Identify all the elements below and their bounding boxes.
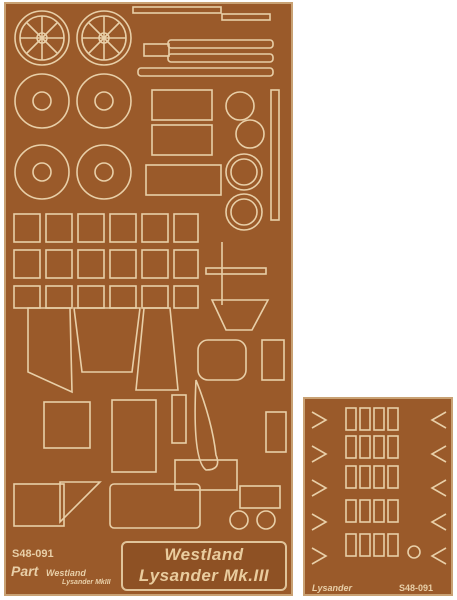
main-fret xyxy=(4,2,293,596)
wheel-part xyxy=(76,10,132,66)
wheel-part xyxy=(14,10,70,66)
rectangle-grid xyxy=(13,213,199,309)
fret-name-2: Lysander MkIII xyxy=(62,579,111,586)
plaque-subtitle: Lysander Mk.III xyxy=(138,566,270,585)
small-fret-name: Lysander xyxy=(312,583,353,593)
brand-logo-text: Part xyxy=(11,563,39,579)
fret-code: S48-091 xyxy=(12,548,54,560)
plaque-title: Westland xyxy=(164,545,244,564)
small-fret-parts xyxy=(311,407,447,565)
small-fret-code: S48-091 xyxy=(399,583,434,593)
fret-name: Westland xyxy=(46,568,86,578)
name-plaque: Westland Lysander Mk.III xyxy=(121,541,287,591)
